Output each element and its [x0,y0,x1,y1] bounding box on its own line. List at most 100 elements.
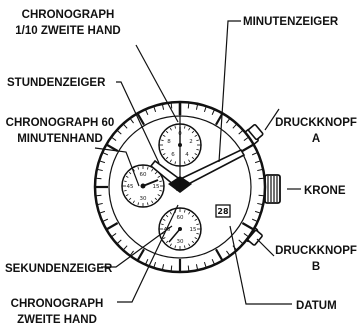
subdial-tick [147,202,149,205]
subdial-tick [196,149,199,151]
subdial-tick [191,240,195,244]
subdial-bottom-number: 30 [177,239,184,245]
minute-tick [254,210,261,214]
subdial-tick [184,126,186,129]
subdial-tick [165,130,169,134]
minute-tick [130,118,134,124]
date-value: 28 [217,207,229,216]
subdial-left-number: 45 [127,184,134,190]
hour-markers [96,103,254,271]
minute-tick [251,152,257,156]
minute-tick [99,210,106,214]
leader-chrono-tenth [135,44,179,123]
hour-marker [215,248,223,261]
label-druckknopf-b: DRUCKKNOPF [275,245,357,257]
leader-sekundenzeiger [101,225,173,268]
minute-tick [258,194,264,197]
subdial-left-number: 30 [140,196,147,202]
hour-marker [137,248,145,261]
minute-tick [251,218,257,222]
label-chrono-second: ZWEITE HAND [17,314,97,326]
subdial-tick [188,211,191,215]
label-chrono-60: CHRONOGRAPH 60 [6,117,115,129]
subdial-bottom-seconds: 60 15 30 45 [158,207,202,251]
subdial-tick [194,237,198,240]
subdial-left-number: 60 [140,172,147,178]
leader-druckknopf-a [264,108,280,131]
subdial-tick [147,167,149,170]
label-krone: KRONE [304,185,346,197]
minute-tick [130,250,134,256]
minute-track [96,103,264,271]
minute-tick [111,233,117,237]
subdial-tick [124,180,127,182]
subdial-tick [169,243,172,247]
label-chrono-60: MINUTENHAND [17,133,103,145]
subdial-tick [132,168,135,172]
minute-tick [117,130,122,135]
subdial-tick [174,126,176,129]
subdial-tick [196,139,199,141]
subdial-left-60-minutes: 60 15 30 45 [121,164,165,208]
minute-tick [123,124,128,129]
label-druckknopf-a: DRUCKKNOPF [275,117,357,129]
subdial-bottom-number: 60 [177,215,184,221]
subdial-tick [169,127,172,131]
label-datum: DATUM [296,300,337,312]
minute-tick [162,264,165,270]
hour-marker [241,222,254,230]
hour-marker [106,222,119,230]
minute-tick [170,103,173,109]
minute-tick [226,118,230,124]
subdial-tick [162,237,166,240]
subdial-top-number: 6 [171,152,175,158]
minute-tick [203,106,207,113]
subdial-bottom-number: 15 [190,227,197,233]
minute-tick [103,218,109,222]
subdial-tick [196,233,199,235]
subdial-tick [161,223,164,225]
label-sekundenzeiger: SEKUNDENZEIGER [5,263,113,275]
hour-marker [241,144,254,152]
subdial-tick [165,214,169,218]
minute-tick [145,110,149,116]
subdial-tick [188,243,191,247]
minute-tick [162,104,165,110]
hour-marker [137,113,145,126]
leader-chrono-60 [94,147,140,187]
minute-tick [153,106,157,113]
leader-datum [229,225,292,305]
subdial-tick [194,134,198,137]
subdial-tick [191,156,195,160]
minute-tick [211,258,215,264]
subdial-tick [165,156,169,160]
subdial-tick [125,175,129,178]
subdial-top-number: 8 [167,139,171,145]
subdial-tick [188,159,191,163]
subdial-tick [162,134,166,137]
minute-tick [243,137,249,141]
subdial-top-number: 2 [189,139,193,145]
subdial-tick [161,139,164,141]
label-chrono-tenth: 1/10 ZWEITE HAND [15,25,120,37]
leader-stundenzeiger [116,81,160,164]
subdial-tick [151,168,154,172]
minute-tick [103,152,109,156]
minute-tick [203,261,207,268]
minute-tick [117,239,122,244]
minute-tick [170,265,173,271]
subdial-tick [125,194,129,197]
minute-tick [97,169,103,172]
minute-tick [226,250,230,256]
subdial-tick [161,149,164,151]
label-stundenzeiger: STUNDENZEIGER [7,77,106,89]
subdial-tick [157,175,161,178]
minute-tick [258,177,264,180]
minute-tick [195,264,198,270]
subdial-tick [194,218,198,221]
subdial-tick [169,211,172,215]
label-minutenzeiger: MINUTENZEIGER [243,16,339,28]
subdial-tick [154,171,158,175]
subdial-tick [191,214,195,218]
subdial-left-number: 15 [153,184,160,190]
